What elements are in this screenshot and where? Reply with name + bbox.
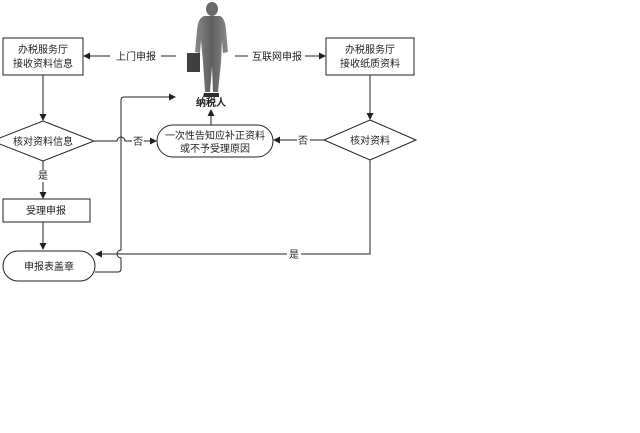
yes-left-label: 是 xyxy=(38,170,48,182)
hall-receive-paper-line1: 办税服务厅 xyxy=(345,43,395,56)
taxpayer-label: 纳税人 xyxy=(196,96,227,109)
taxpayer-figure-icon xyxy=(187,2,228,97)
check-info-label: 核对资料信息 xyxy=(13,135,73,148)
edge-check-docs-yes-a xyxy=(301,160,371,255)
edge-stamp-to-taxpayer xyxy=(95,93,176,273)
one-time-notice-line2: 或不予受理原因 xyxy=(180,143,250,155)
hall-receive-info-box: 办税服务厅 接收资料信息 xyxy=(2,37,84,76)
one-time-notice-line1: 一次性告知应补正资料 xyxy=(165,129,265,142)
hall-receive-info-line1: 办税服务厅 xyxy=(18,43,68,56)
hall-receive-paper-line2: 接收纸质资料 xyxy=(340,57,400,70)
hall-receive-paper-box: 办税服务厅 接收纸质资料 xyxy=(325,37,415,76)
hall-receive-info-line2: 接收资料信息 xyxy=(13,57,73,70)
accept-declaration-label: 受理申报 xyxy=(26,204,66,217)
stamp-form-label: 申报表盖章 xyxy=(24,260,74,273)
one-time-notice-box: 一次性告知应补正资料 或不予受理原因 xyxy=(156,124,274,158)
no-left-label: 否 xyxy=(133,136,143,148)
check-docs-diamond: 核对资料 xyxy=(322,119,418,161)
edge-check-info-no xyxy=(94,136,132,142)
check-docs-label: 核对资料 xyxy=(350,134,390,147)
onsite-declare-label: 上门申报 xyxy=(116,50,156,63)
check-info-diamond: 核对资料信息 xyxy=(0,120,96,162)
yes-bottom-label: 是 xyxy=(289,249,299,261)
internet-declare-label: 互联网申报 xyxy=(252,50,302,63)
no-right-label: 否 xyxy=(298,135,308,147)
stamp-form-box: 申报表盖章 xyxy=(2,250,96,282)
accept-declaration-box: 受理申报 xyxy=(2,198,91,223)
